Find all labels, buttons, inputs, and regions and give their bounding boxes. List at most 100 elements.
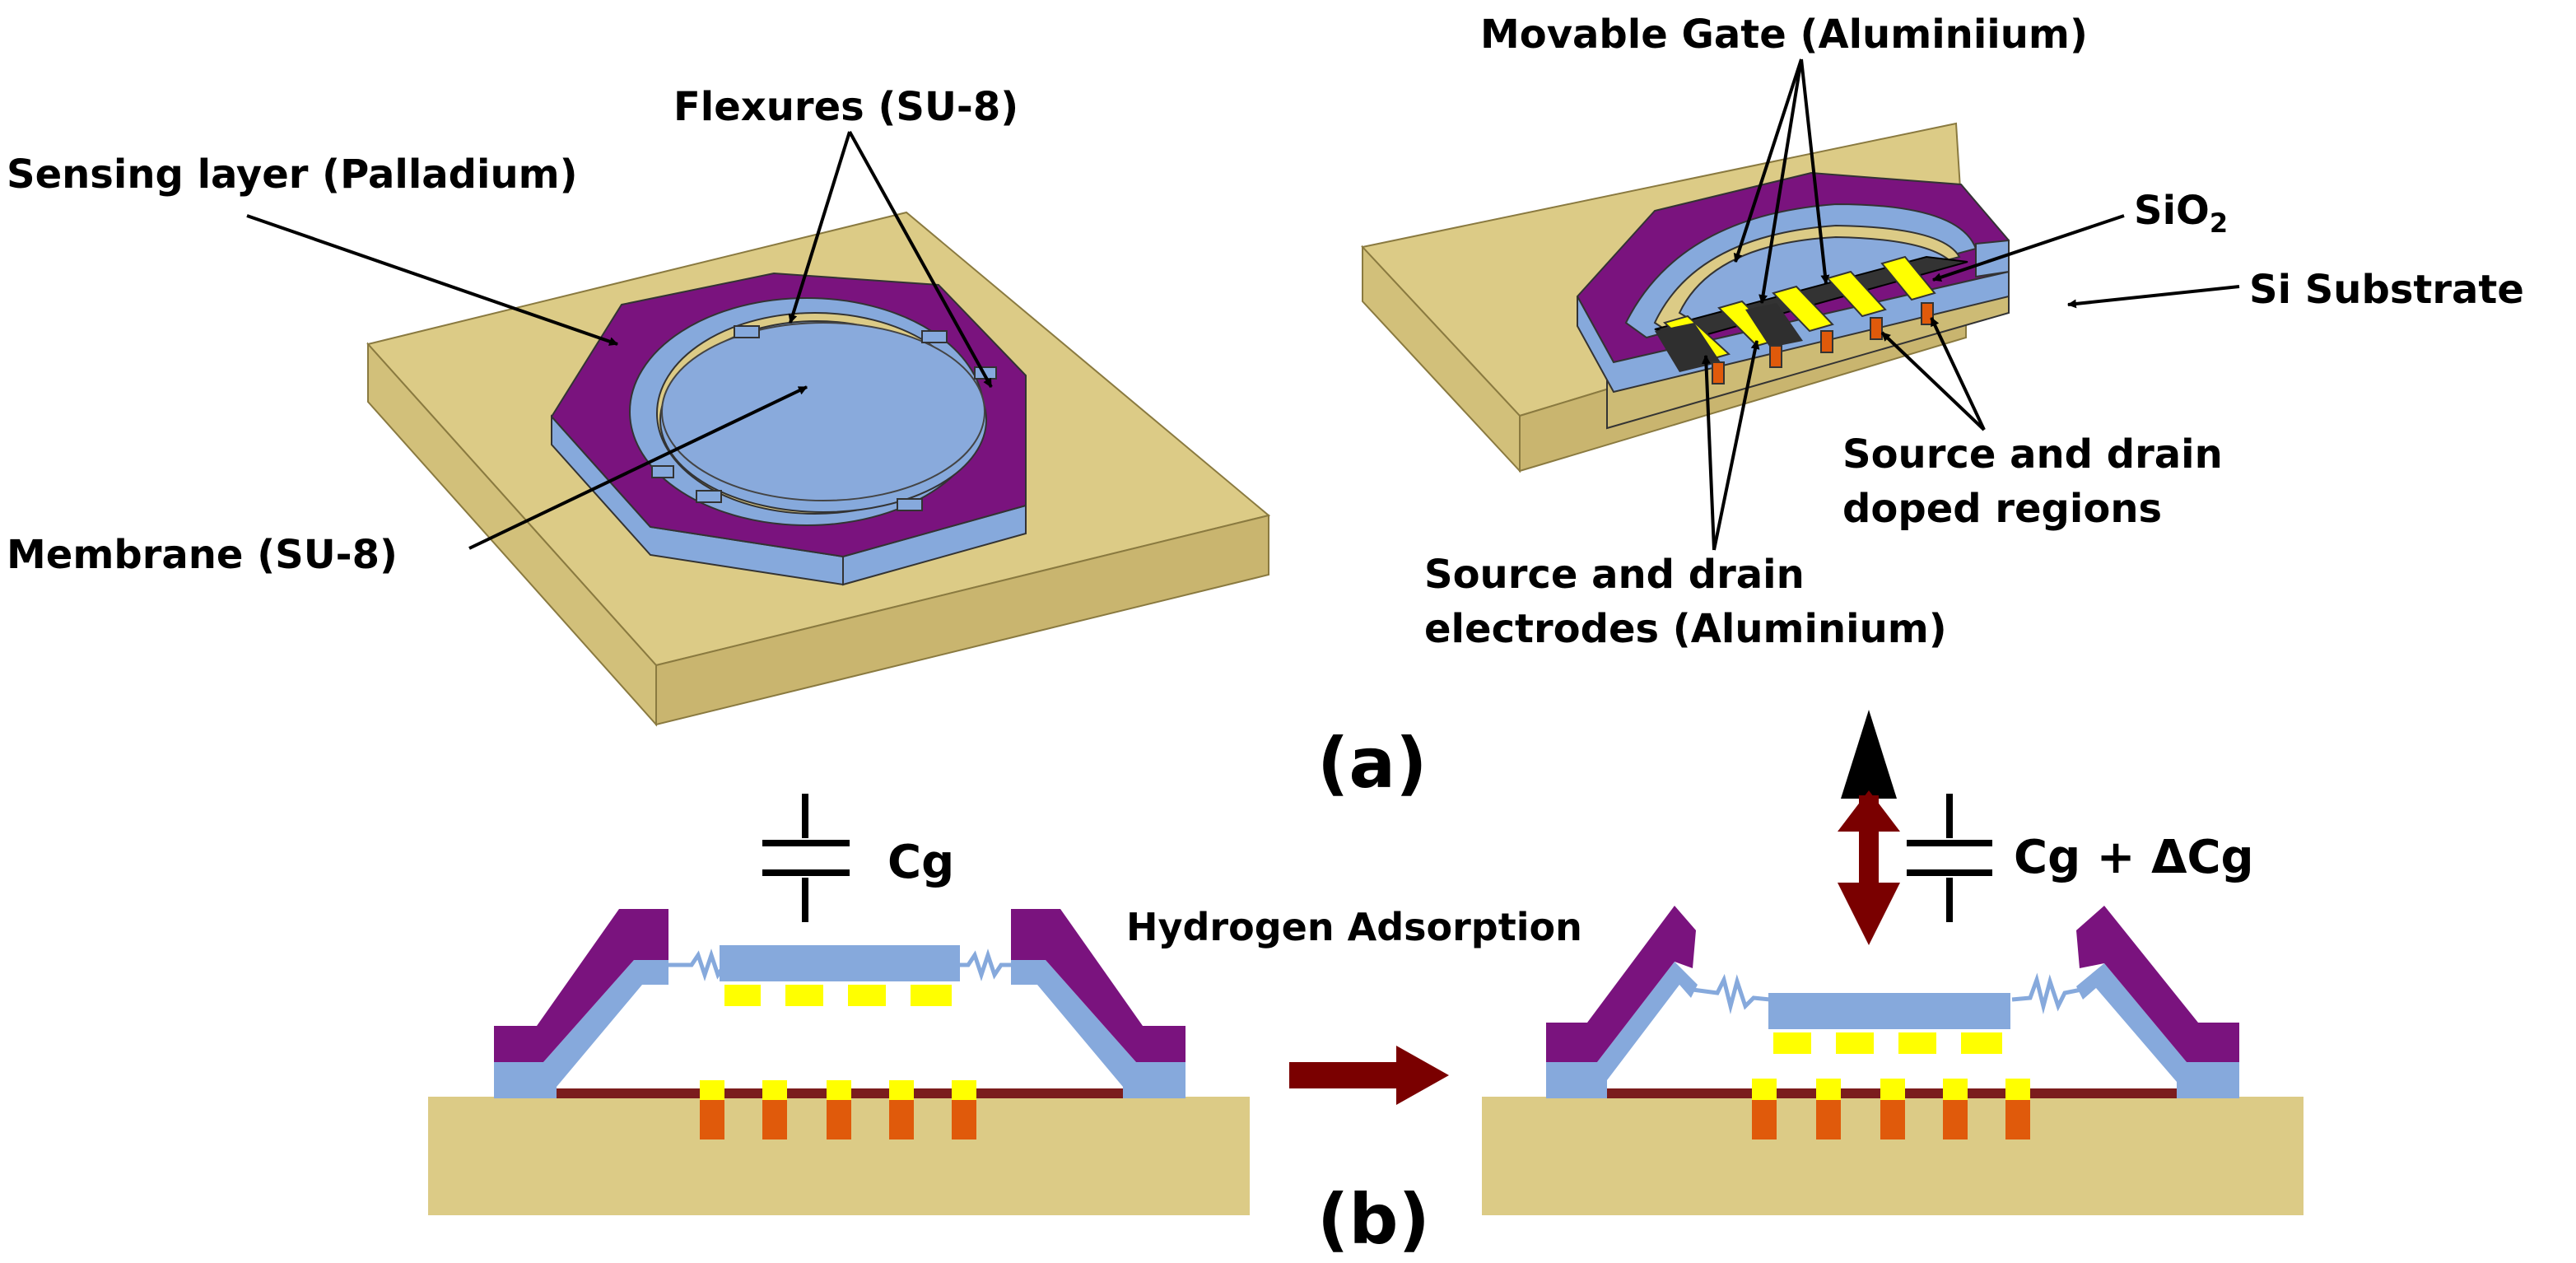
doped-regions	[1712, 302, 1934, 384]
movement-arrow-up-head	[1841, 710, 1897, 799]
gate-finger	[1826, 270, 1887, 318]
movable-gate-arrow-3	[1758, 58, 1803, 305]
right-support-pd-after	[2076, 906, 2239, 1062]
movable-gate-membrane	[1678, 235, 1954, 324]
capacitor-symbol-after	[1907, 794, 1992, 922]
flexure-tab	[921, 330, 948, 343]
gate-electrode	[911, 985, 952, 1006]
electrode-pad	[1745, 303, 1803, 347]
doped-region	[1870, 317, 1883, 340]
left-callout-arrows	[246, 131, 993, 550]
sio2-label-main: SiO	[2134, 188, 2210, 234]
capacitance-before-label: Cg	[887, 836, 954, 889]
flexure-spring-right-after	[2011, 972, 2082, 1014]
gate-electrode	[785, 985, 823, 1006]
process-arrow	[1289, 1046, 1449, 1105]
doped-regions-label-line1: Source and drain	[1842, 431, 2223, 478]
right-support-su8-before	[1011, 960, 1186, 1098]
source-drain-electrode	[762, 1080, 787, 1100]
movement-arrow-down-head	[1838, 883, 1900, 945]
gate-electrode	[724, 985, 761, 1006]
gate-electrode	[1898, 1032, 1936, 1054]
sio2-arrow	[1931, 214, 2125, 282]
doped-region	[1712, 361, 1725, 384]
movable-gate-arrow-1	[1733, 58, 1803, 263]
panel-b-label: (b)	[1317, 1179, 1430, 1260]
source-drain-electrode	[1943, 1079, 1968, 1100]
doped-regions-arrow-2	[1930, 317, 1986, 431]
electrodes-arrow-1	[1701, 354, 1716, 551]
capacitor-symbol-before	[762, 794, 850, 922]
doped-region	[762, 1100, 787, 1139]
cross-section-after	[1482, 906, 2303, 1215]
right-callout-arrows	[1701, 58, 2240, 551]
doped-region	[827, 1100, 851, 1139]
left-support-pd-after	[1546, 906, 1696, 1062]
source-drain-electrode	[1880, 1079, 1905, 1100]
movable-gate-arrow-2	[1800, 58, 1830, 285]
left-support-su8-after	[1546, 962, 1698, 1098]
flexure-spring-right-before	[960, 948, 1011, 981]
doped-regions-label-line2: doped regions	[1842, 486, 2162, 532]
electrodes-label-line2: electrodes (Aluminium)	[1424, 606, 1947, 652]
gate-movement-arrow	[1838, 710, 1900, 945]
doped-region	[1820, 330, 1833, 353]
electrodes-label-line1: Source and drain	[1424, 552, 1805, 598]
source-drain-electrode	[952, 1080, 976, 1100]
hydrogen-adsorption-label: Hydrogen Adsorption	[1126, 905, 1582, 949]
flexures-arrow-2	[848, 131, 993, 388]
si-substrate-arrow	[2066, 285, 2240, 309]
doped-region	[889, 1100, 914, 1139]
gate-electrodes-after	[1773, 1032, 2002, 1054]
cross-section-before	[428, 909, 1250, 1215]
flexure-spring-left-after	[1692, 973, 1771, 1014]
capacitance-after-label: Cg + ΔCg	[2014, 831, 2254, 884]
gate-electrode	[848, 985, 886, 1006]
membrane-arrow	[468, 385, 808, 550]
electrodes-arrow-2	[1712, 339, 1760, 551]
doped-region	[1943, 1100, 1968, 1139]
doped-region	[1769, 345, 1782, 368]
sio2-label-subscript: 2	[2210, 207, 2228, 239]
doped-region	[1752, 1100, 1777, 1139]
membrane-label: Membrane (SU-8)	[7, 532, 398, 578]
gate-electrode	[1773, 1032, 1811, 1054]
flexure-tab	[696, 490, 722, 503]
sio2-label: SiO2	[2134, 188, 2228, 239]
membrane-after	[1768, 993, 2010, 1029]
flexure-tab	[651, 465, 674, 478]
si-substrate-label: Si Substrate	[2249, 267, 2524, 313]
doped-region	[1880, 1100, 1905, 1139]
source-drain-electrode	[1816, 1079, 1841, 1100]
sensing-layer-label: Sensing layer (Palladium)	[7, 151, 578, 198]
left-device-3d	[366, 211, 1271, 727]
left-substrate-front-side	[655, 514, 1269, 726]
flexures-arrow-1	[788, 131, 851, 324]
right-support-su8-after	[2076, 963, 2239, 1098]
flexures-label: Flexures (SU-8)	[673, 84, 1018, 130]
source-drain-electrode	[2005, 1079, 2030, 1100]
gate-electrodes-before	[724, 985, 952, 1006]
source-drain-electrode	[700, 1080, 724, 1100]
movable-gate-label: Movable Gate (Aluminiium)	[1480, 12, 2088, 58]
membrane-disc-top	[661, 322, 985, 501]
source-drain-electrode	[1752, 1079, 1777, 1100]
doped-region	[952, 1100, 976, 1139]
doped-region	[2005, 1100, 2030, 1139]
doped-regions-after	[1752, 1079, 2030, 1139]
gate-electrode	[1961, 1032, 2002, 1054]
left-support-pd-before	[494, 909, 668, 1062]
doped-region	[1816, 1100, 1841, 1139]
left-support-su8-before	[494, 960, 668, 1098]
movement-arrow-up-tail	[1838, 790, 1900, 832]
right-device-3d	[1361, 122, 2010, 473]
membrane-before	[720, 945, 960, 981]
gate-finger	[1880, 255, 1936, 301]
sensing-layer-arrow	[246, 214, 619, 346]
gate-electrode	[1836, 1032, 1874, 1054]
doped-region	[700, 1100, 724, 1139]
source-drain-electrode	[889, 1080, 914, 1100]
panel-a-label: (a)	[1317, 723, 1427, 804]
right-support-pd-before	[1011, 909, 1186, 1062]
